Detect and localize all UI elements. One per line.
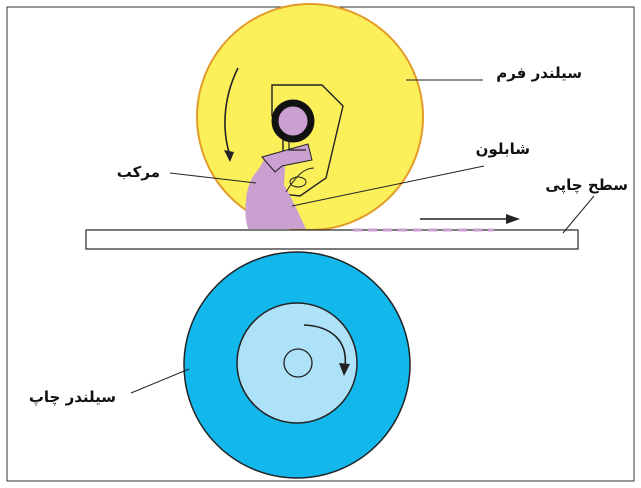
ink-bead [289, 176, 307, 188]
print-cylinder-hub [283, 348, 313, 378]
label-stencil: شابلون [476, 140, 530, 158]
roller-arm [288, 139, 306, 151]
label-form-cylinder: سیلندر فرم [496, 64, 582, 82]
direction-arrowhead [506, 214, 520, 224]
print-cylinder-arrowhead [339, 363, 350, 376]
form-cylinder-rotation-arrow [224, 67, 239, 157]
label-print-cylinder: سیلندر چاپ [29, 388, 116, 407]
label-ink: مرکب [117, 163, 160, 181]
form-cylinder-arrowhead [224, 150, 234, 162]
ink-pool [245, 154, 306, 229]
print-cylinder [183, 251, 411, 479]
ink-roller [271, 99, 315, 143]
leader-printing-surface [562, 195, 595, 234]
ink-channel [285, 167, 315, 193]
squeegee-blade [261, 143, 313, 173]
leader-ink [169, 172, 257, 184]
form-cylinder [196, 3, 424, 231]
printing-surface-bar [85, 229, 579, 250]
label-printing-surface: سطح چاپی [545, 176, 628, 195]
leader-stencil [291, 165, 485, 207]
leader-print-cylinder [130, 368, 190, 394]
print-cylinder-rotation-arrow [303, 324, 347, 367]
